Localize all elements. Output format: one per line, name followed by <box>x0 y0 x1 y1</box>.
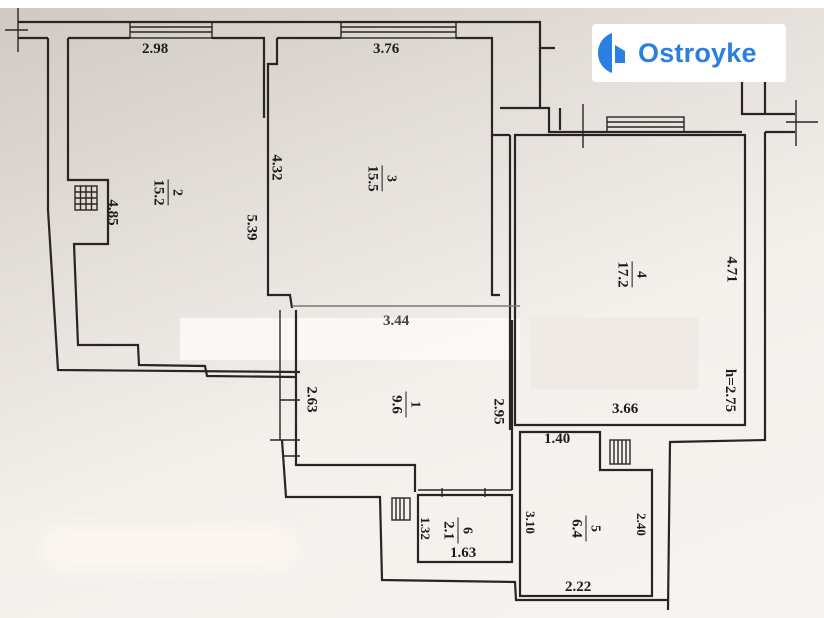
ostroyke-logo-text: Ostroyke <box>638 37 757 68</box>
room-1-label: 1 9.6 <box>389 391 423 418</box>
dim-room5-left: 3.10 <box>522 511 538 534</box>
ostroyke-logo-icon <box>598 31 632 75</box>
redaction-patch-room4 <box>530 317 698 389</box>
vent-grid-room5 <box>609 439 631 465</box>
image-top-border <box>0 0 824 8</box>
room-4-label: 4 17.2 <box>614 261 649 288</box>
ostroyke-logo[interactable]: Ostroyke <box>592 24 786 82</box>
dim-room6-left: 1.32 <box>417 517 433 540</box>
dim-room2-right: 5.39 <box>243 214 260 241</box>
window-room4 <box>606 116 685 133</box>
room-6-label: 6 2.1 <box>441 517 475 544</box>
dim-room2-top: 2.98 <box>142 41 169 57</box>
vent-grid-room2 <box>74 185 98 211</box>
window-room3 <box>340 21 457 39</box>
room-3-label: 3 15.5 <box>364 165 399 192</box>
dim-room5-bottom: 2.22 <box>565 579 592 595</box>
dim-room5-right: 2.40 <box>633 513 649 536</box>
dim-room4-right: 4.71 <box>723 256 740 283</box>
smudge-bottom-left <box>40 525 300 573</box>
dim-room1-right: 2.95 <box>490 398 507 425</box>
room-2-label: 2 15.2 <box>150 179 185 206</box>
dim-room3-top: 3.76 <box>373 41 400 57</box>
vent-grid-room6 <box>391 497 411 521</box>
dim-room6-bottom: 1.63 <box>450 545 477 561</box>
dim-room1-left: 2.63 <box>303 386 320 413</box>
dim-room2-side: 4.85 <box>104 199 121 226</box>
window-room2 <box>129 21 213 39</box>
redaction-patch-center <box>180 318 520 360</box>
dim-room4-bottom: 3.66 <box>612 401 639 417</box>
dim-room1-top: 3.44 <box>383 313 410 329</box>
dim-room3-left: 4.32 <box>268 154 285 181</box>
dim-room5-top: 1.40 <box>544 431 571 447</box>
room-5-label: 5 6.4 <box>569 515 603 542</box>
dim-ceiling-height: h=2.75 <box>722 368 739 413</box>
